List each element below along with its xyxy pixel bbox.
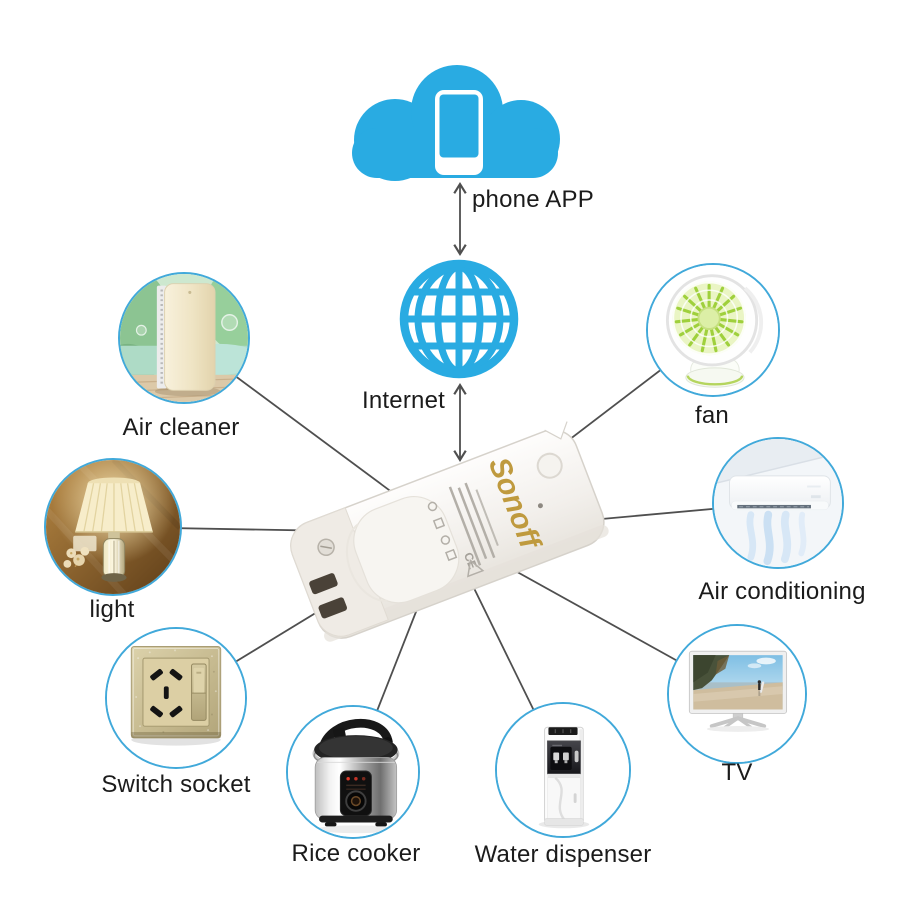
node-label-tv: TV (721, 759, 753, 786)
node-switch-socket (105, 627, 247, 769)
node-label-light: light (89, 596, 135, 623)
fan-photo (648, 265, 778, 395)
water-dispenser-photo (497, 704, 629, 836)
tv-photo (669, 626, 805, 762)
node-label-air-conditioning: Air conditioning (698, 578, 866, 605)
light-photo (46, 460, 180, 594)
device-terminal-slot (318, 597, 347, 619)
node-water-dispenser (495, 702, 631, 838)
smart-switch-device: Sonoff CE (290, 421, 609, 642)
node-label-fan: fan (695, 402, 729, 429)
node-label-switch-socket: Switch socket (101, 771, 251, 798)
phone-app-label: phone APP (472, 186, 594, 213)
node-tv (667, 624, 807, 764)
device-led (537, 503, 543, 509)
node-light (44, 458, 182, 596)
node-fan (646, 263, 780, 397)
node-label-air-cleaner: Air cleaner (122, 414, 240, 441)
node-label-rice-cooker: Rice cooker (291, 840, 421, 867)
node-rice-cooker (286, 705, 420, 839)
smartphone-icon (435, 90, 483, 175)
air-conditioning-photo (714, 439, 842, 567)
device-terminal-slot (309, 573, 338, 595)
internet-label: Internet (362, 387, 445, 414)
node-air-cleaner (118, 272, 250, 404)
node-label-water-dispenser: Water dispenser (474, 841, 652, 868)
node-air-conditioning (712, 437, 844, 569)
device-button (536, 452, 563, 479)
rice-cooker-photo (288, 707, 418, 837)
globe-icon (399, 259, 519, 379)
switch-socket-photo (107, 629, 245, 767)
air-cleaner-photo (120, 274, 248, 402)
